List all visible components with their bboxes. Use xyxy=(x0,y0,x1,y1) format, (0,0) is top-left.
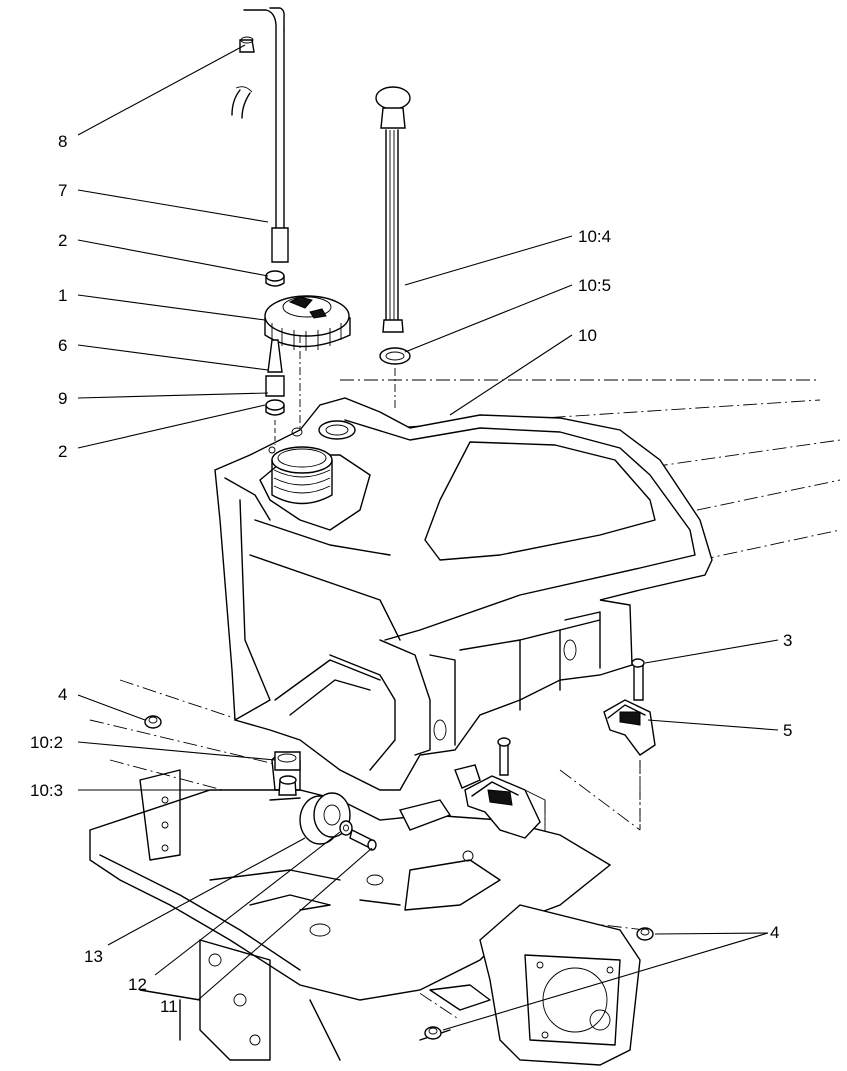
vent-tube-assembly xyxy=(231,7,301,445)
callout-10: 10 xyxy=(578,326,597,345)
callout-10-2: 10:2 xyxy=(30,733,63,752)
mounting-clamp-center xyxy=(398,737,546,862)
spacer-washer-bolt xyxy=(299,792,377,851)
callout-6: 6 xyxy=(58,336,67,355)
tank-clamp-left xyxy=(269,751,301,801)
callout-2-lower: 2 xyxy=(58,442,67,461)
callout-7: 7 xyxy=(58,181,67,200)
nut-parts xyxy=(144,715,654,1040)
callout-13: 13 xyxy=(84,947,103,966)
callout-12: 12 xyxy=(128,975,147,994)
mounting-clamp-right xyxy=(603,658,656,830)
callout-3: 3 xyxy=(783,631,792,650)
leader-lines xyxy=(77,44,779,1031)
callout-5: 5 xyxy=(783,721,792,740)
callout-10-4: 10:4 xyxy=(578,227,611,246)
callout-9: 9 xyxy=(58,389,67,408)
callout-10-5: 10:5 xyxy=(578,276,611,295)
callout-10-3: 10:3 xyxy=(30,781,63,800)
callout-4-left: 4 xyxy=(58,685,67,704)
fuel-cap xyxy=(264,295,351,351)
callout-labels: 8 7 2 1 6 9 2 10:4 10:5 10 3 5 4 10:2 10… xyxy=(30,132,792,1016)
pump-housing xyxy=(419,904,641,1066)
callout-4-right: 4 xyxy=(770,923,779,942)
callout-11: 11 xyxy=(160,997,178,1016)
callout-2-upper: 2 xyxy=(58,231,67,250)
callout-1: 1 xyxy=(58,286,67,305)
fuel-sender-assembly xyxy=(375,86,411,410)
chassis-frame xyxy=(89,769,612,1061)
callout-8: 8 xyxy=(58,132,67,151)
